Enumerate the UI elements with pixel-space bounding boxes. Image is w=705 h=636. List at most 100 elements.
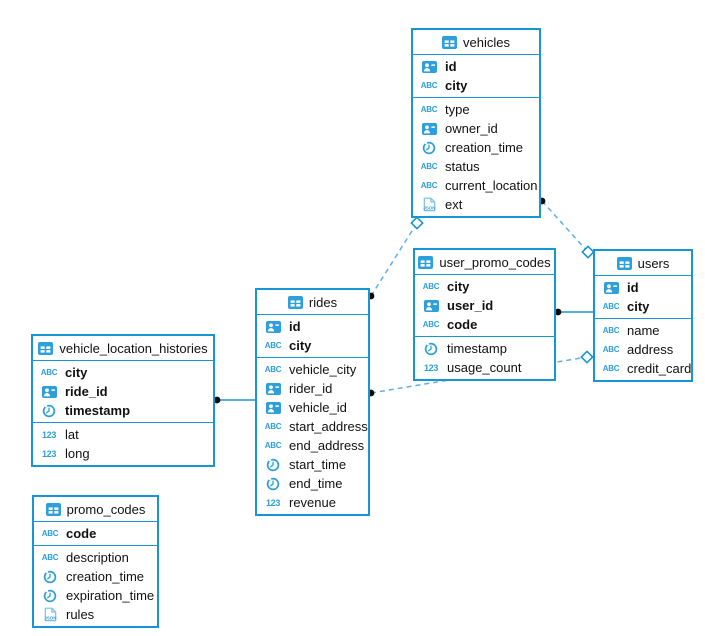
column-row[interactable]: ABC status <box>413 157 539 176</box>
table-title: vehicle_location_histories <box>59 340 208 356</box>
column-row[interactable]: start_time <box>257 455 368 474</box>
table-header[interactable]: vehicle_location_histories <box>33 336 213 361</box>
column-label: vehicle_id <box>289 400 347 415</box>
column-row[interactable]: JSON ext <box>413 195 539 214</box>
relationship-line-rides-vehicles[interactable] <box>370 222 418 297</box>
column-row[interactable]: creation_time <box>413 138 539 157</box>
column-label: start_address <box>289 419 368 434</box>
table-icon <box>45 502 61 516</box>
column-row[interactable]: expiration_time <box>34 586 157 605</box>
column-row[interactable]: ride_id <box>33 382 213 401</box>
time-icon <box>263 457 283 472</box>
string-icon: ABC <box>40 367 58 377</box>
column-label: id <box>445 59 457 74</box>
relationship-line-vehicles-users[interactable] <box>541 200 589 253</box>
column-row[interactable]: end_time <box>257 474 368 493</box>
table-header[interactable]: users <box>595 251 691 276</box>
number-icon: 123 <box>41 448 57 459</box>
column-row[interactable]: timestamp <box>415 339 554 358</box>
column-label: city <box>445 78 468 93</box>
column-label: status <box>445 159 480 174</box>
number-icon: 123 <box>423 362 439 373</box>
string-icon: ABC <box>420 161 438 171</box>
id-icon <box>601 281 621 295</box>
table-header[interactable]: user_promo_codes <box>415 250 554 275</box>
column-label: name <box>627 323 660 338</box>
column-label: owner_id <box>445 121 498 136</box>
string-icon: ABC <box>264 364 282 374</box>
table-header[interactable]: rides <box>257 290 368 315</box>
column-label: code <box>66 526 97 541</box>
svg-text:JSON: JSON <box>423 205 435 210</box>
id-icon <box>419 122 439 136</box>
json-icon: JSON <box>419 197 439 212</box>
column-row[interactable]: user_id <box>415 296 554 315</box>
column-row[interactable]: 123 usage_count <box>415 358 554 377</box>
column-row[interactable]: id <box>413 57 539 76</box>
column-row[interactable]: ABC city <box>415 277 554 296</box>
column-label: ext <box>445 197 463 212</box>
column-row[interactable]: owner_id <box>413 119 539 138</box>
string-icon: ABC <box>602 344 620 354</box>
table-icon <box>616 256 632 270</box>
table-header[interactable]: promo_codes <box>34 497 157 522</box>
time-icon <box>419 140 439 155</box>
column-label: city <box>447 279 470 294</box>
column-row[interactable]: timestamp <box>33 401 213 420</box>
id-icon <box>421 299 441 313</box>
column-row[interactable]: id <box>257 317 368 336</box>
id-icon <box>263 320 283 334</box>
table-header[interactable]: vehicles <box>413 30 539 55</box>
column-label: end_address <box>289 438 365 453</box>
relationship-diamond-endpoint <box>580 350 594 364</box>
column-row[interactable]: vehicle_id <box>257 398 368 417</box>
column-label: rider_id <box>289 381 333 396</box>
column-label: start_time <box>289 457 347 472</box>
time-icon <box>263 476 283 491</box>
column-label: user_id <box>447 298 494 313</box>
relationship-diamond-endpoint <box>581 245 595 259</box>
string-icon: ABC <box>422 281 440 291</box>
column-row[interactable]: creation_time <box>34 567 157 586</box>
table-title: rides <box>308 294 338 310</box>
string-icon: ABC <box>420 104 438 114</box>
column-label: description <box>66 550 129 565</box>
column-label: usage_count <box>447 360 522 375</box>
column-row[interactable]: id <box>595 278 691 297</box>
table-title: users <box>637 255 670 271</box>
relationship-diamond-endpoint <box>410 216 424 230</box>
column-label: id <box>289 319 301 334</box>
table-title: user_promo_codes <box>439 254 551 270</box>
column-row[interactable]: rider_id <box>257 379 368 398</box>
column-label: creation_time <box>445 140 524 155</box>
